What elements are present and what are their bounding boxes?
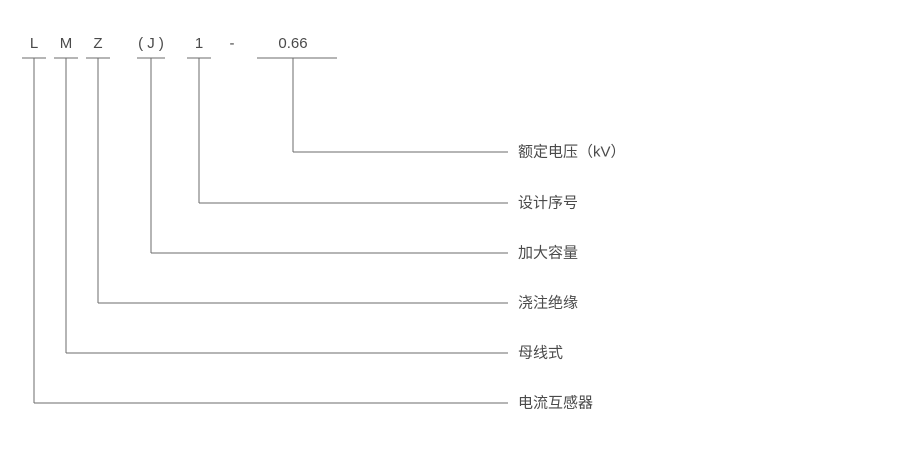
code-segment: 1 xyxy=(194,35,204,52)
leader-label: 母线式 xyxy=(518,344,564,362)
leader-label: 电流互感器 xyxy=(518,394,594,412)
code-segment: Z xyxy=(93,35,103,52)
code-segment: L xyxy=(29,35,39,52)
leader-label: 加大容量 xyxy=(518,244,579,262)
code-segment: - xyxy=(229,35,235,52)
leader-label: 额定电压（kV） xyxy=(518,143,626,161)
code-segment: ( J ) xyxy=(138,35,164,52)
leader-label: 浇注绝缘 xyxy=(518,294,579,312)
code-segment: 0.66 xyxy=(278,35,308,52)
leader-label: 设计序号 xyxy=(518,194,579,212)
code-segment: M xyxy=(59,35,73,52)
